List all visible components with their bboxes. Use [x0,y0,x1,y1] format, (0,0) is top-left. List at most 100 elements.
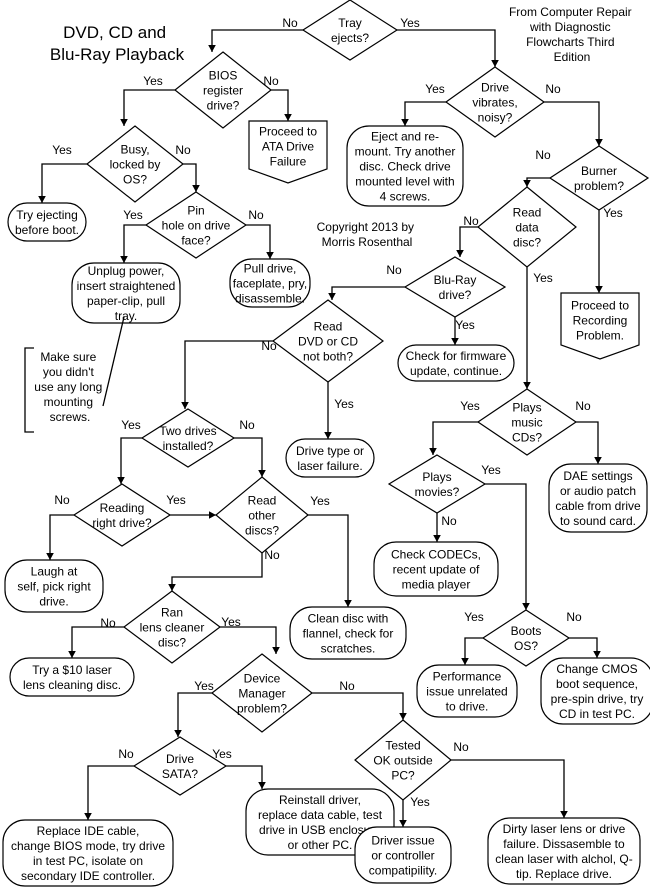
edge-label: Yes [221,615,241,629]
node-label-line: media player [402,577,471,591]
edge-label: No [386,263,402,277]
node-label-line: scratches. [321,641,376,655]
connector-line [234,437,263,477]
connector-two-drives-to-read-other [234,437,266,477]
connector-tray-ejects-to-drive-vibrates [397,29,499,67]
node-label-line: Plays [422,470,451,484]
diagram-title-line: Blu-Ray Playback [50,45,185,64]
connector-reading-right-to-laugh-at-self [46,514,74,560]
node-label-line: in test PC, isolate on [33,854,143,868]
edge-label: Yes [194,679,214,693]
terminal-shape [416,664,518,718]
node-label-line: discs? [245,523,279,537]
connector-line [459,226,478,257]
decision-diamond [301,0,399,61]
node-label-line: or audio patch [560,484,636,498]
edge-label: Yes [533,271,553,285]
decision-diamond [86,125,184,203]
node-label-line: Try a $10 laser [32,663,112,677]
node-label-line: Clean disc with [308,611,389,625]
arrowhead [46,553,54,560]
connector-burner-problem-to-recording-problem [595,210,603,293]
terminal-shape [354,826,452,884]
source-note-line: Edition [554,50,591,64]
source-note: From Computer Repair with Diagnostic Flo… [509,5,635,64]
node-label-line: tray. [115,309,137,323]
arrowhead [208,45,216,52]
node-label-line: CDs? [512,430,542,444]
connector-bios-register-to-ata-failure [271,89,292,121]
node-label-line: secondary IDE controller. [21,869,155,883]
node-replace-ide: Replace IDE cable,change BIOS mode, try … [2,819,174,887]
connector-boots-os-to-change-cmos [569,637,601,658]
connector-line [432,421,478,455]
edge-label: Yes [425,82,445,96]
arrowhead [120,119,128,126]
node-label-line: OS? [123,172,147,186]
node-label-line: PC? [391,768,415,782]
connector-line [41,163,87,203]
node-label-line: register [203,83,243,97]
connector-line [451,759,565,818]
node-label-line: Drive type or [296,444,364,458]
decision-diamond [481,609,571,667]
edge-label: No [248,208,264,222]
edge-label: No [263,74,279,88]
connector-device-manager-to-tested-ok [312,692,407,720]
node-label-line: drive in USB enclosure [259,823,381,837]
node-label-line: Blu-Ray [434,273,477,287]
callout-line: mounting [44,395,93,409]
connector-line [576,421,599,464]
node-label-line: vibrates, [472,95,517,109]
source-note-line: From Computer Repair [509,5,632,19]
terminal-shape [487,817,641,885]
node-label-line: problem? [574,179,624,193]
edge-label: No [239,418,255,432]
node-label-line: disc. Check drive [359,159,451,173]
decision-diamond [354,719,452,801]
connector-busy-locked-to-try-ejecting [38,163,87,203]
node-label-line: Burner [581,164,617,178]
arrowhead [38,196,46,203]
arrowhead [324,432,332,439]
connector-line [226,765,263,789]
node-label-line: or controller [371,848,434,862]
decision-diamond [144,191,248,259]
connector-boots-os-to-performance-issue [461,637,483,665]
node-label-line: Read [314,319,343,333]
edge-label: No [463,214,479,228]
edge-label: No [339,679,355,693]
node-label-line: Device [244,671,281,685]
node-label-line: to drive. [446,699,489,713]
connector-drive-sata-to-reinstall-driver [226,765,266,789]
node-label-line: Laugh at [31,564,78,578]
connector-line [220,626,277,654]
arrowhead [120,256,128,263]
node-label-line: Problem. [576,328,624,342]
node-label-line: update, continue. [410,364,502,378]
edge-label: No [282,16,298,30]
